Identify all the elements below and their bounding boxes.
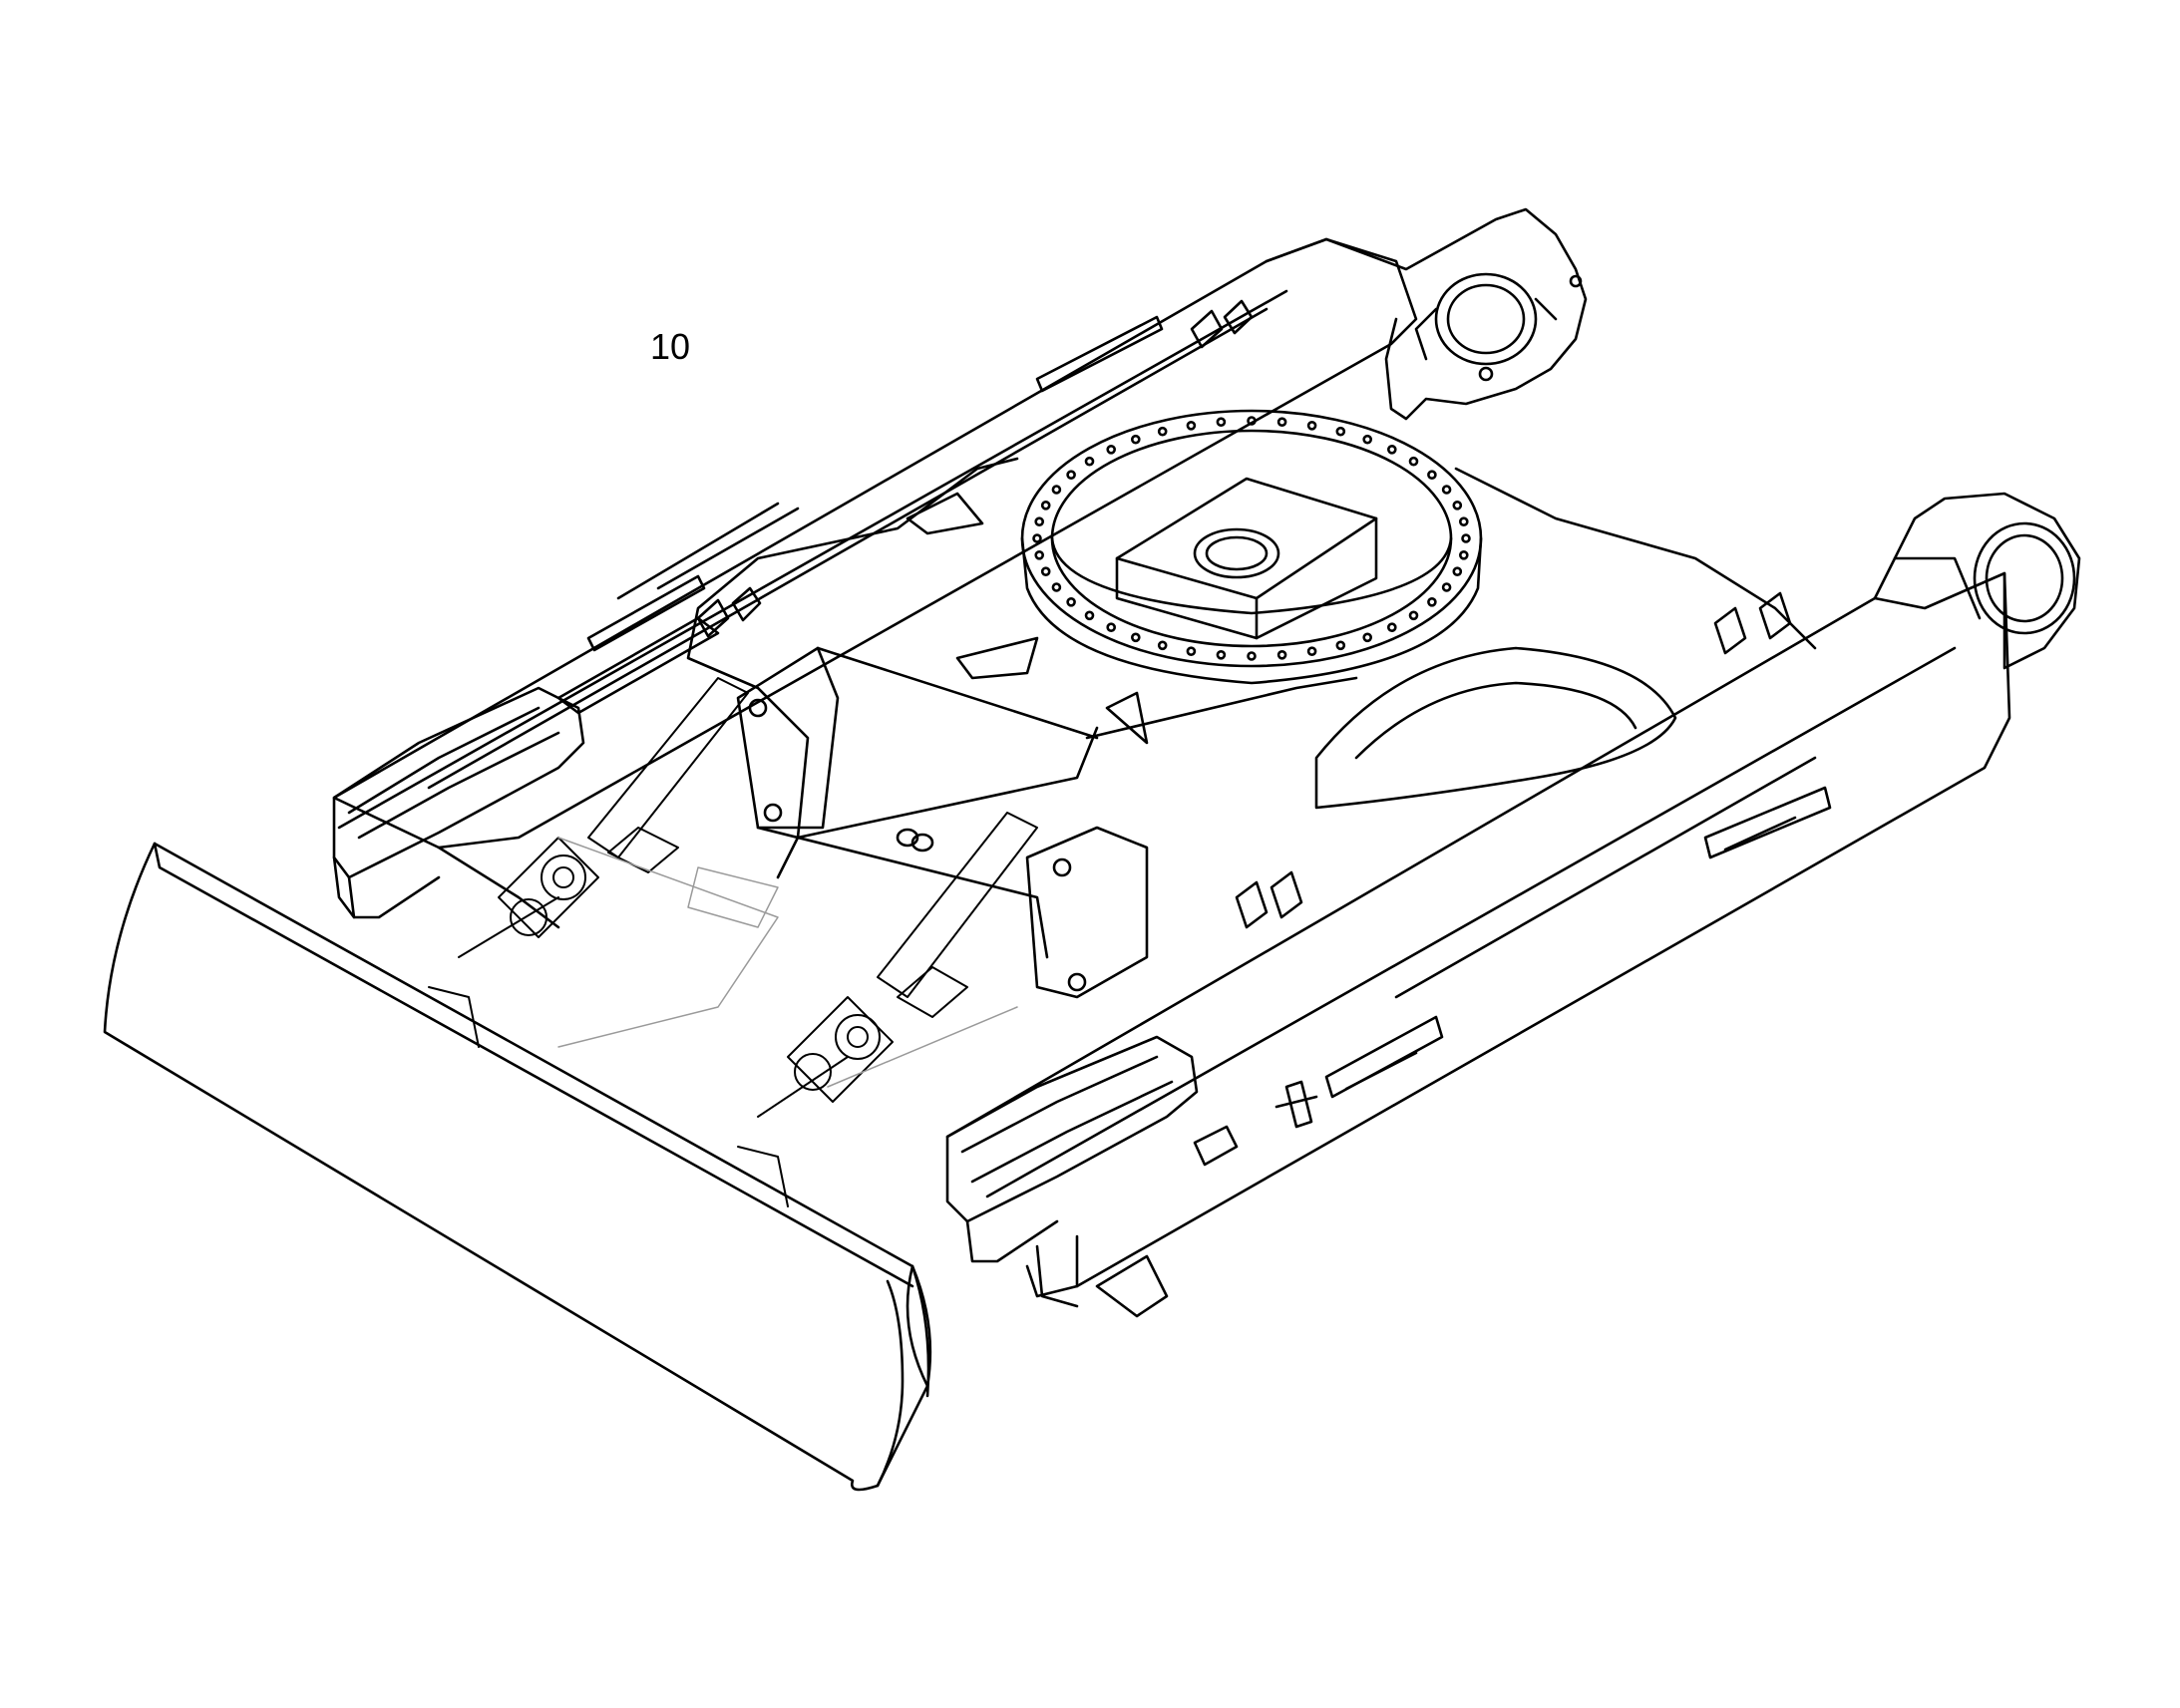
bolt-hole xyxy=(1066,470,1076,481)
bolt-hole xyxy=(1427,470,1437,481)
bolt-hole xyxy=(1335,426,1346,437)
bolt-hole xyxy=(1066,596,1076,607)
bolt-hole xyxy=(1186,420,1197,431)
bolt-hole xyxy=(1452,500,1463,511)
bolt-hole xyxy=(1452,566,1463,577)
bolt-hole xyxy=(1461,533,1471,543)
bolt-hole xyxy=(1084,456,1095,467)
bolt-hole xyxy=(1387,444,1397,455)
bolt-hole xyxy=(1051,582,1062,592)
bolt-hole xyxy=(1040,566,1051,577)
bolt-hole xyxy=(1186,646,1197,657)
bolt-hole xyxy=(1051,485,1062,495)
bolt-hole xyxy=(1034,549,1044,560)
bolt-hole xyxy=(1247,651,1257,661)
left-sprocket-housing xyxy=(1265,207,1588,421)
bolt-hole xyxy=(1276,417,1287,428)
bolt-hole xyxy=(1459,516,1469,527)
bolt-hole xyxy=(1131,632,1141,643)
bolt-hole xyxy=(1362,632,1372,643)
bolt-hole xyxy=(1157,640,1168,651)
bolt-hole xyxy=(1306,646,1317,657)
center-frame-body xyxy=(686,457,1817,879)
bolt-hole xyxy=(1441,582,1452,592)
bolt-hole xyxy=(1040,500,1051,511)
swing-bearing-ring xyxy=(1020,409,1483,685)
bolt-hole xyxy=(1408,610,1419,621)
blade-cylinder-linkage xyxy=(428,677,1038,1207)
bolt-hole xyxy=(1084,610,1095,621)
bolt-hole xyxy=(1131,434,1141,445)
bolt-hole xyxy=(1387,622,1397,633)
bolt-hole xyxy=(1427,596,1437,607)
bolt-hole xyxy=(1408,456,1419,467)
bolt-hole xyxy=(1276,649,1287,660)
bolt-hole xyxy=(1216,417,1227,428)
left-track-frame xyxy=(332,237,1418,850)
left-front-idler-bracket xyxy=(332,686,585,919)
bolt-hole xyxy=(1106,622,1116,633)
right-front-idler-bracket xyxy=(945,1035,1199,1308)
bolt-hole xyxy=(1157,426,1168,437)
bolt-hole xyxy=(1441,485,1452,495)
right-track-frame xyxy=(945,492,2081,1318)
bolt-hole xyxy=(1034,516,1044,527)
dozer-blade xyxy=(103,842,932,1492)
bolt-hole xyxy=(1032,533,1042,543)
bolt-hole xyxy=(1216,649,1227,660)
bolt-hole xyxy=(1335,640,1346,651)
center-housing xyxy=(557,646,1149,1088)
bolt-hole xyxy=(1459,549,1469,560)
bolt-hole xyxy=(1247,416,1257,426)
bolt-hole xyxy=(1362,434,1372,445)
bolt-hole xyxy=(1306,420,1317,431)
part-callout-label[interactable]: 10 xyxy=(650,326,691,367)
bolt-hole xyxy=(1106,444,1116,455)
